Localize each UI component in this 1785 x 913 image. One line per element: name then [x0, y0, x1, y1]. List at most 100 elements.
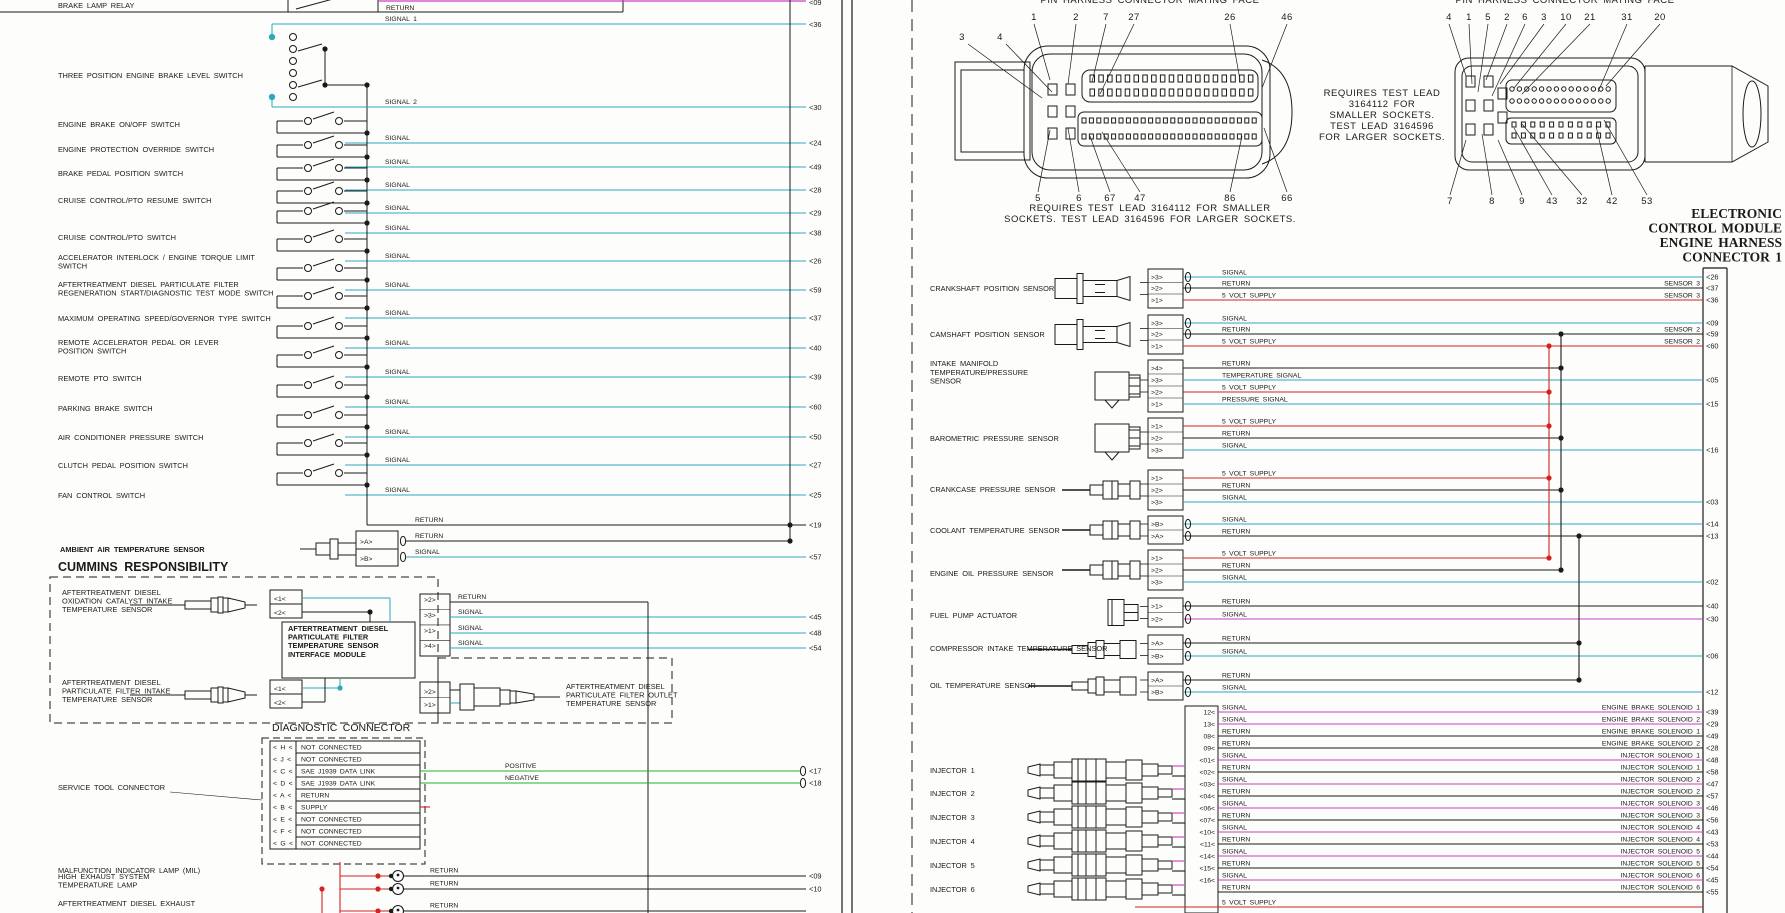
injector-body [1141, 786, 1159, 800]
sensor-label: AMBIENT AIR TEMPERATURE SENSOR [60, 545, 205, 554]
connA-pin [1148, 117, 1154, 124]
injector-label: INJECTOR 6 [930, 885, 975, 894]
leader-line [1099, 23, 1135, 95]
diag-cell [295, 836, 421, 850]
contact-circle [335, 117, 343, 125]
connA-pin [1118, 133, 1124, 140]
ecm-pin-label: <26 [809, 257, 822, 266]
sensor-label: AFTERTREATMENT DIESEL [62, 678, 161, 687]
relay-blade [295, 0, 332, 10]
module-label: TEMPERATURE SENSOR [288, 641, 379, 650]
switch-blade [312, 111, 335, 120]
connA-pin [1081, 133, 1087, 140]
sensor-body [1082, 280, 1118, 297]
connA-pin [1212, 74, 1219, 83]
connector-pin-label: >3> [424, 612, 436, 619]
connector-pin-label: >2> [424, 689, 436, 696]
diag-row-label: RETURN [301, 792, 329, 799]
wire-label: SIGNAL [1222, 495, 1247, 502]
connector-pin-label: >1> [1151, 298, 1163, 305]
connector-pin-label: >3> [1151, 321, 1163, 328]
sensor-label: ENGINE OIL PRESSURE SENSOR [930, 569, 1053, 578]
switch-label: CLUTCH PEDAL POSITION SWITCH [58, 461, 188, 470]
sensor-body [337, 542, 357, 556]
signal-label: SIGNAL [385, 340, 410, 347]
connector-pin-label: <2< [274, 700, 286, 707]
connA-upper-slot [1081, 69, 1259, 103]
leader-line [1448, 23, 1467, 77]
injector-body [1105, 856, 1127, 874]
connector-pin-label: >1> [1151, 556, 1163, 563]
connB-pin [1539, 121, 1545, 128]
wire-tag: POSITIVE [505, 763, 537, 770]
connector-box [459, 683, 475, 711]
outlet-dashed-box [437, 657, 673, 724]
connB-pin [1553, 86, 1560, 92]
diag-row-label: NOT CONNECTED [301, 828, 362, 835]
ecm-pin-label: <28 [1706, 744, 1719, 753]
sensor-label: INTAKE MANIFOLD [930, 359, 998, 368]
sensor-rib [1102, 520, 1113, 540]
ecm-pin-label: <49 [809, 163, 822, 172]
connA-pin [1177, 88, 1183, 97]
sensor-label: OIL TEMPERATURE SENSOR [930, 681, 1036, 690]
injector-body [1039, 764, 1055, 776]
solenoid-label: INJECTOR SOLENOID 1 [1620, 765, 1700, 772]
connA-pin [1177, 117, 1183, 124]
lamp-label: HIGH EXHAUST SYSTEM [58, 872, 149, 881]
connB-pin [1596, 121, 1602, 128]
connA-pin [1118, 117, 1124, 124]
wire-label: RETURN [1222, 636, 1250, 643]
connA-pin [1195, 74, 1201, 83]
sensor-label: CAMSHAFT POSITION SENSOR [930, 330, 1045, 339]
leader-line [1605, 23, 1661, 87]
diag-pin-label: < G < [273, 841, 293, 848]
connB-pin [1549, 121, 1555, 128]
junction-dot [337, 685, 343, 691]
connA-pin [1148, 133, 1154, 140]
connB-large-pin [1497, 87, 1508, 100]
connA-pin [1089, 88, 1095, 97]
connB-rear-ellipse [1742, 80, 1762, 148]
sensor-body [315, 542, 331, 556]
connA-pin [1239, 88, 1245, 97]
solenoid-label: INJECTOR SOLENOID 5 [1620, 849, 1700, 856]
connB-body [1454, 57, 1646, 171]
connA-pin [1155, 117, 1161, 124]
connector-pin-label: >4> [424, 643, 436, 650]
wire-label: RETURN [1222, 813, 1250, 820]
sensor-label: OXIDATION CATALYST INTAKE [62, 597, 172, 606]
lamp-label: TEMPERATURE LAMP [58, 881, 137, 890]
diag-row-label: NOT CONNECTED [301, 744, 362, 751]
ecm-pin-label: <17 [809, 767, 822, 776]
connB-lower-slot [1505, 117, 1617, 145]
junction-dot [375, 908, 381, 913]
connA-pin [1142, 88, 1148, 97]
connB-pin [1516, 86, 1523, 92]
switch-blade [312, 229, 335, 238]
connA-pin [1229, 133, 1235, 140]
injector-body [1071, 877, 1097, 901]
connA-pin [1247, 88, 1254, 97]
ecm-pin-label: <27 [809, 461, 822, 470]
sensor-rib [1095, 676, 1105, 696]
signal-label: SIGNAL [385, 253, 410, 260]
solenoid-label: INJECTOR SOLENOID 5 [1620, 861, 1700, 868]
connB-pin [1520, 132, 1526, 139]
leader-line [1477, 23, 1489, 93]
wire-label: SIGNAL [1222, 777, 1247, 784]
sensor-rib [1111, 520, 1119, 540]
switch-blade [312, 286, 335, 295]
connA-nose [1261, 59, 1293, 165]
wire-label: SIGNAL [1222, 649, 1247, 656]
leader-line [1449, 139, 1467, 196]
diag-row-label: NOT CONNECTED [301, 840, 362, 847]
injector-body [1141, 882, 1159, 896]
grommet-seal [1184, 674, 1192, 686]
block-pin-label: <01< [1200, 758, 1216, 765]
leader-line [1033, 23, 1051, 81]
connA-pin [1229, 117, 1235, 124]
connector-pin-label: >3> [1151, 275, 1163, 282]
ecm-pin-label: <45 [809, 613, 822, 622]
sensor-label: TEMPERATURE SENSOR [62, 695, 152, 704]
